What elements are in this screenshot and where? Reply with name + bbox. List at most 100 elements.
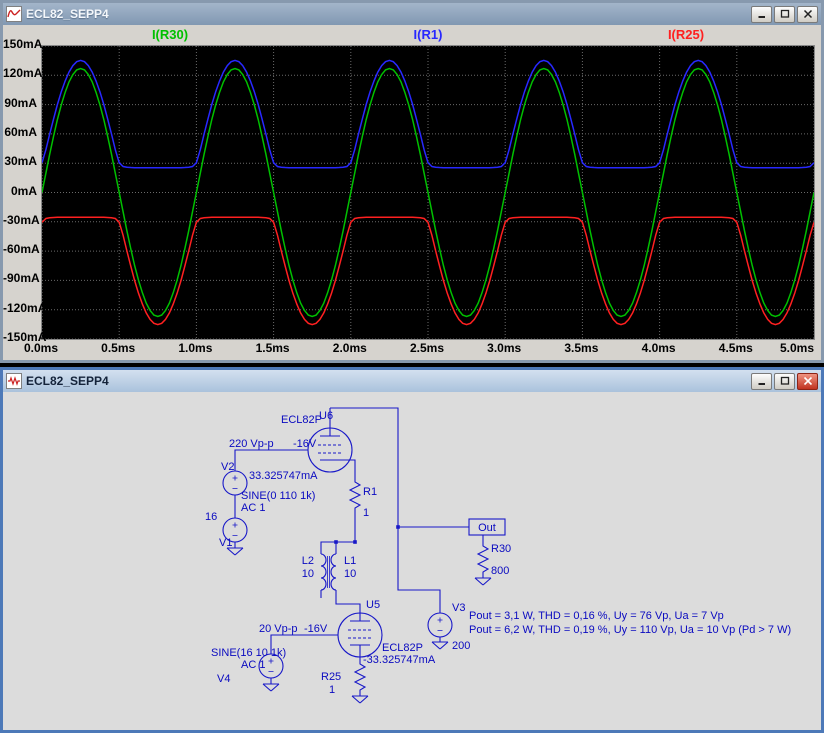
resistor-r1[interactable]: [350, 480, 360, 510]
waveform-window-icon: [6, 6, 22, 22]
l2-ref-label: L2: [302, 555, 314, 567]
y-tick-label: -120mA: [3, 301, 37, 315]
v2-ref-label: V2: [221, 461, 234, 473]
y-tick-label: -90mA: [3, 271, 37, 285]
schematic-window-title: ECL82_SEPP4: [26, 374, 751, 388]
v2-ac-label: AC 1: [241, 502, 265, 514]
ground-symbol: [432, 642, 448, 649]
x-tick-label: 3.5ms: [559, 341, 603, 355]
r25-value-label: 1: [329, 684, 335, 696]
v1-ref-label: V1: [219, 537, 232, 549]
minimize-icon: [757, 9, 767, 19]
ground-symbol: [475, 578, 491, 585]
waveform-traces: [42, 46, 814, 339]
x-tick-label: 0.0ms: [19, 341, 63, 355]
net-label-out[interactable]: Out: [469, 519, 505, 535]
x-tick-label: 2.0ms: [328, 341, 372, 355]
close-icon: [803, 376, 813, 386]
note2-text: Pout = 6,2 W, THD = 0,19 %, Uy = 110 Vp,…: [469, 624, 791, 636]
minimize-icon: [757, 376, 767, 386]
v3-ref-label: V3: [452, 602, 465, 614]
y-tick-label: 120mA: [3, 66, 37, 80]
waveform-window-title: ECL82_SEPP4: [26, 7, 751, 21]
maximize-icon: [780, 9, 790, 19]
r1-value-label: 1: [363, 507, 369, 519]
inductor-l1[interactable]: [331, 554, 336, 590]
x-tick-label: 3.0ms: [482, 341, 526, 355]
x-tick-label: 0.5ms: [96, 341, 140, 355]
junction-dot: [353, 540, 357, 544]
v4-ac-label: AC 1: [241, 659, 265, 671]
y-tick-label: 30mA: [3, 154, 37, 168]
ground-symbol: [352, 696, 368, 703]
trace-label-ir1[interactable]: I(R1): [299, 27, 557, 43]
resistor-r25[interactable]: [355, 662, 365, 692]
x-tick-label: 5.0ms: [775, 341, 819, 355]
schematic-canvas[interactable]: Out ECL82P U6 220 Vp-p -16V V2 33.325747…: [3, 392, 821, 730]
l1-value-label: 10: [344, 568, 356, 580]
l1-ref-label: L1: [344, 555, 356, 567]
lower-current-label: -33.325747mA: [363, 654, 436, 666]
v4-spec-label: SINE(16 10 1k): [211, 647, 286, 659]
v3-value-label: 200: [452, 640, 470, 652]
trace-label-ir30[interactable]: I(R30): [41, 27, 299, 43]
u5-type-label: ECL82P: [382, 642, 423, 654]
schematic-window-titlebar[interactable]: ECL82_SEPP4: [3, 370, 821, 392]
x-tick-label: 1.0ms: [173, 341, 217, 355]
y-tick-label: 60mA: [3, 125, 37, 139]
y-tick-label: 150mA: [3, 37, 37, 51]
v1-value-label: 16: [205, 511, 217, 523]
schematic-window: ECL82_SEPP4: [0, 367, 824, 733]
y-tick-label: -30mA: [3, 213, 37, 227]
y-tick-label: 90mA: [3, 96, 37, 110]
minimize-button[interactable]: [751, 373, 772, 390]
trace-legend: I(R30) I(R1) I(R25): [41, 27, 815, 43]
ground-symbol: [227, 548, 243, 555]
upper-bias-label: -16V: [293, 438, 317, 450]
y-tick-label: -60mA: [3, 242, 37, 256]
maximize-button[interactable]: [774, 6, 795, 23]
y-tick-label: 0mA: [3, 184, 37, 198]
waveform-window-titlebar[interactable]: ECL82_SEPP4: [3, 3, 821, 25]
maximize-icon: [780, 376, 790, 386]
upper-current-label: 33.325747mA: [249, 470, 318, 482]
x-tick-label: 1.5ms: [251, 341, 295, 355]
r30-value-label: 800: [491, 565, 509, 577]
x-tick-label: 2.5ms: [405, 341, 449, 355]
transformer-core: [328, 556, 330, 588]
maximize-button[interactable]: [774, 373, 795, 390]
trace-label-ir25[interactable]: I(R25): [557, 27, 815, 43]
close-icon: [803, 9, 813, 19]
r1-ref-label: R1: [363, 486, 377, 498]
x-tick-label: 4.5ms: [714, 341, 758, 355]
window-controls: [751, 6, 818, 23]
u5-ref-label: U5: [366, 599, 380, 611]
r25-ref-label: R25: [321, 671, 341, 683]
waveform-window: ECL82_SEPP4 I(R30) I(R1) I(R25): [0, 0, 824, 363]
ground-symbol: [263, 684, 279, 691]
close-button[interactable]: [797, 6, 818, 23]
minimize-button[interactable]: [751, 6, 772, 23]
waveform-plot-area: I(R30) I(R1) I(R25) 150mA 120mA 90mA 60mA 30…: [3, 25, 821, 360]
l2-value-label: 10: [302, 568, 314, 580]
tube-u6[interactable]: [308, 428, 352, 472]
out-label-text: Out: [478, 522, 496, 534]
junction-dot: [396, 525, 400, 529]
v2-spec-label: SINE(0 110 1k): [241, 490, 315, 502]
lower-bias-label: -16V: [304, 623, 328, 635]
lower-swing-label: 20 Vp-p: [259, 623, 298, 635]
u6-ref-label: U6: [319, 410, 333, 422]
r30-ref-label: R30: [491, 543, 511, 555]
plot-pane[interactable]: [41, 45, 815, 340]
window-controls: [751, 373, 818, 390]
resistor-r30[interactable]: [478, 544, 488, 574]
v4-ref-label: V4: [217, 673, 230, 685]
inductor-l2[interactable]: [321, 554, 326, 590]
note1-text: Pout = 3,1 W, THD = 0,16 %, Uy = 76 Vp, …: [469, 610, 724, 622]
schematic-window-icon: [6, 373, 22, 389]
close-button[interactable]: [797, 373, 818, 390]
u6-type-label: ECL82P: [281, 414, 322, 426]
upper-swing-label: 220 Vp-p: [229, 438, 274, 450]
voltage-source-v3[interactable]: [428, 613, 452, 637]
